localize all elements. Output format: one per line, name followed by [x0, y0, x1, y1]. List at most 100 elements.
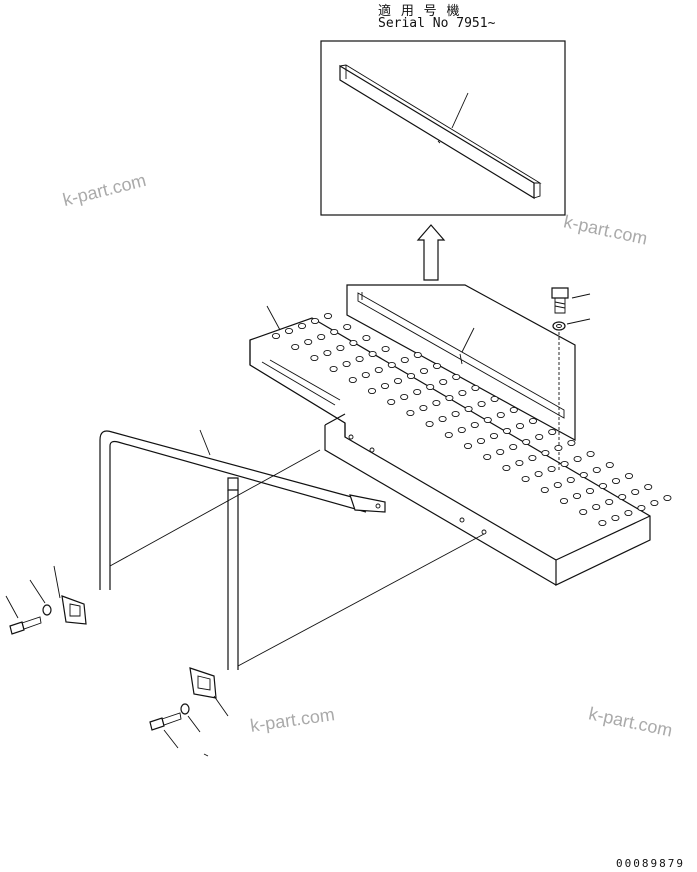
perforation-hole — [343, 323, 352, 331]
perforation-hole — [323, 349, 332, 357]
perforation-hole — [463, 442, 473, 450]
perforation-hole — [598, 482, 608, 490]
perforation-hole — [592, 503, 601, 511]
perforation-hole — [560, 460, 569, 468]
perforation-hole — [374, 366, 383, 374]
perforation-hole — [611, 514, 620, 522]
perforation-hole — [304, 338, 313, 346]
perforation-hole — [464, 405, 473, 413]
perforation-hole — [554, 444, 563, 452]
perforation-hole — [605, 498, 614, 506]
perforation-hole — [310, 317, 320, 325]
perforation-hole — [284, 327, 294, 335]
perforation-hole — [509, 406, 518, 414]
perforation-hole — [444, 431, 453, 439]
perforation-hole — [515, 459, 524, 467]
perforation-hole — [310, 354, 319, 362]
perforation-hole — [541, 449, 550, 457]
applicable-serial-heading: 適 用 号 機 — [378, 4, 461, 19]
perforation-hole — [445, 394, 454, 402]
perforation-hole — [631, 488, 640, 496]
perforation-hole — [579, 471, 588, 479]
perforation-hole — [419, 404, 428, 412]
perforation-hole — [419, 367, 429, 375]
perforation-hole — [573, 455, 582, 463]
perforation-hole — [605, 461, 614, 469]
perforation-hole — [502, 427, 512, 435]
perforation-hole — [330, 328, 339, 336]
perforation-hole — [452, 373, 461, 381]
perforation-hole — [470, 421, 479, 429]
perforation-hole — [548, 428, 557, 436]
perforation-hole — [336, 344, 345, 352]
perforation-hole — [624, 472, 634, 480]
perforation-hole — [477, 400, 486, 408]
perforation-hole — [585, 487, 595, 495]
perforation-hole — [406, 409, 415, 417]
perforation-hole — [644, 483, 653, 491]
perforation-hole — [368, 350, 377, 358]
perforation-hole — [547, 465, 556, 473]
inset-detail-box — [320, 40, 566, 216]
perforation-hole — [362, 334, 371, 342]
perforation-hole — [406, 372, 416, 380]
perforation-hole — [457, 426, 466, 434]
perforation-hole — [297, 322, 307, 330]
perforation-hole — [586, 450, 595, 458]
perforation-hole — [426, 383, 435, 391]
perforation-hole — [534, 470, 543, 478]
perforation-hole — [496, 411, 505, 419]
perforation-hole — [425, 420, 434, 428]
step-plate — [249, 305, 651, 586]
left-bracket — [5, 565, 87, 635]
perforation-hole — [438, 415, 447, 423]
perforation-hole — [432, 399, 441, 407]
perforation-hole — [413, 388, 422, 396]
perforation-hole — [393, 377, 403, 385]
perforation-hole — [624, 509, 633, 517]
perforation-hole — [618, 493, 627, 501]
perforation-hole — [387, 361, 396, 369]
perforation-hole — [650, 499, 659, 507]
perforation-hole — [323, 312, 333, 320]
perforation-hole — [342, 360, 351, 368]
perforation-hole — [271, 332, 281, 340]
perforation-hole — [515, 422, 525, 430]
perforation-hole — [451, 410, 460, 418]
old-part-panel — [346, 284, 576, 442]
perforation-hole — [476, 437, 486, 445]
perforation-hole — [348, 376, 357, 384]
step-plate-holes — [271, 312, 672, 527]
center-bracket — [149, 667, 229, 757]
perforation-hole — [598, 519, 607, 527]
perforation-hole — [592, 466, 601, 474]
handrail — [99, 429, 485, 670]
perforation-hole — [540, 486, 549, 494]
perforation-hole — [329, 365, 338, 373]
perforation-hole — [355, 355, 364, 363]
perforation-hole — [381, 345, 390, 353]
perforation-hole — [483, 453, 492, 461]
replacement-arrow — [416, 224, 446, 281]
perforation-hole — [490, 395, 499, 403]
perforation-hole — [528, 454, 537, 462]
perforation-hole — [502, 464, 511, 472]
perforation-hole — [496, 448, 505, 456]
perforation-hole — [637, 504, 646, 512]
perforation-hole — [553, 481, 562, 489]
perforation-hole — [291, 343, 300, 351]
perforation-hole — [611, 477, 621, 485]
perforation-hole — [559, 497, 569, 505]
perforation-hole — [413, 351, 422, 359]
perforation-hole — [572, 492, 582, 500]
perforation-hole — [387, 398, 396, 406]
perforation-hole — [458, 389, 467, 397]
perforation-hole — [567, 439, 576, 447]
perforation-hole — [349, 339, 358, 347]
perforation-hole — [579, 508, 588, 516]
perforation-hole — [663, 494, 672, 502]
serial-number-range: Serial No 7951~ — [378, 16, 496, 31]
perforation-hole — [317, 333, 326, 341]
